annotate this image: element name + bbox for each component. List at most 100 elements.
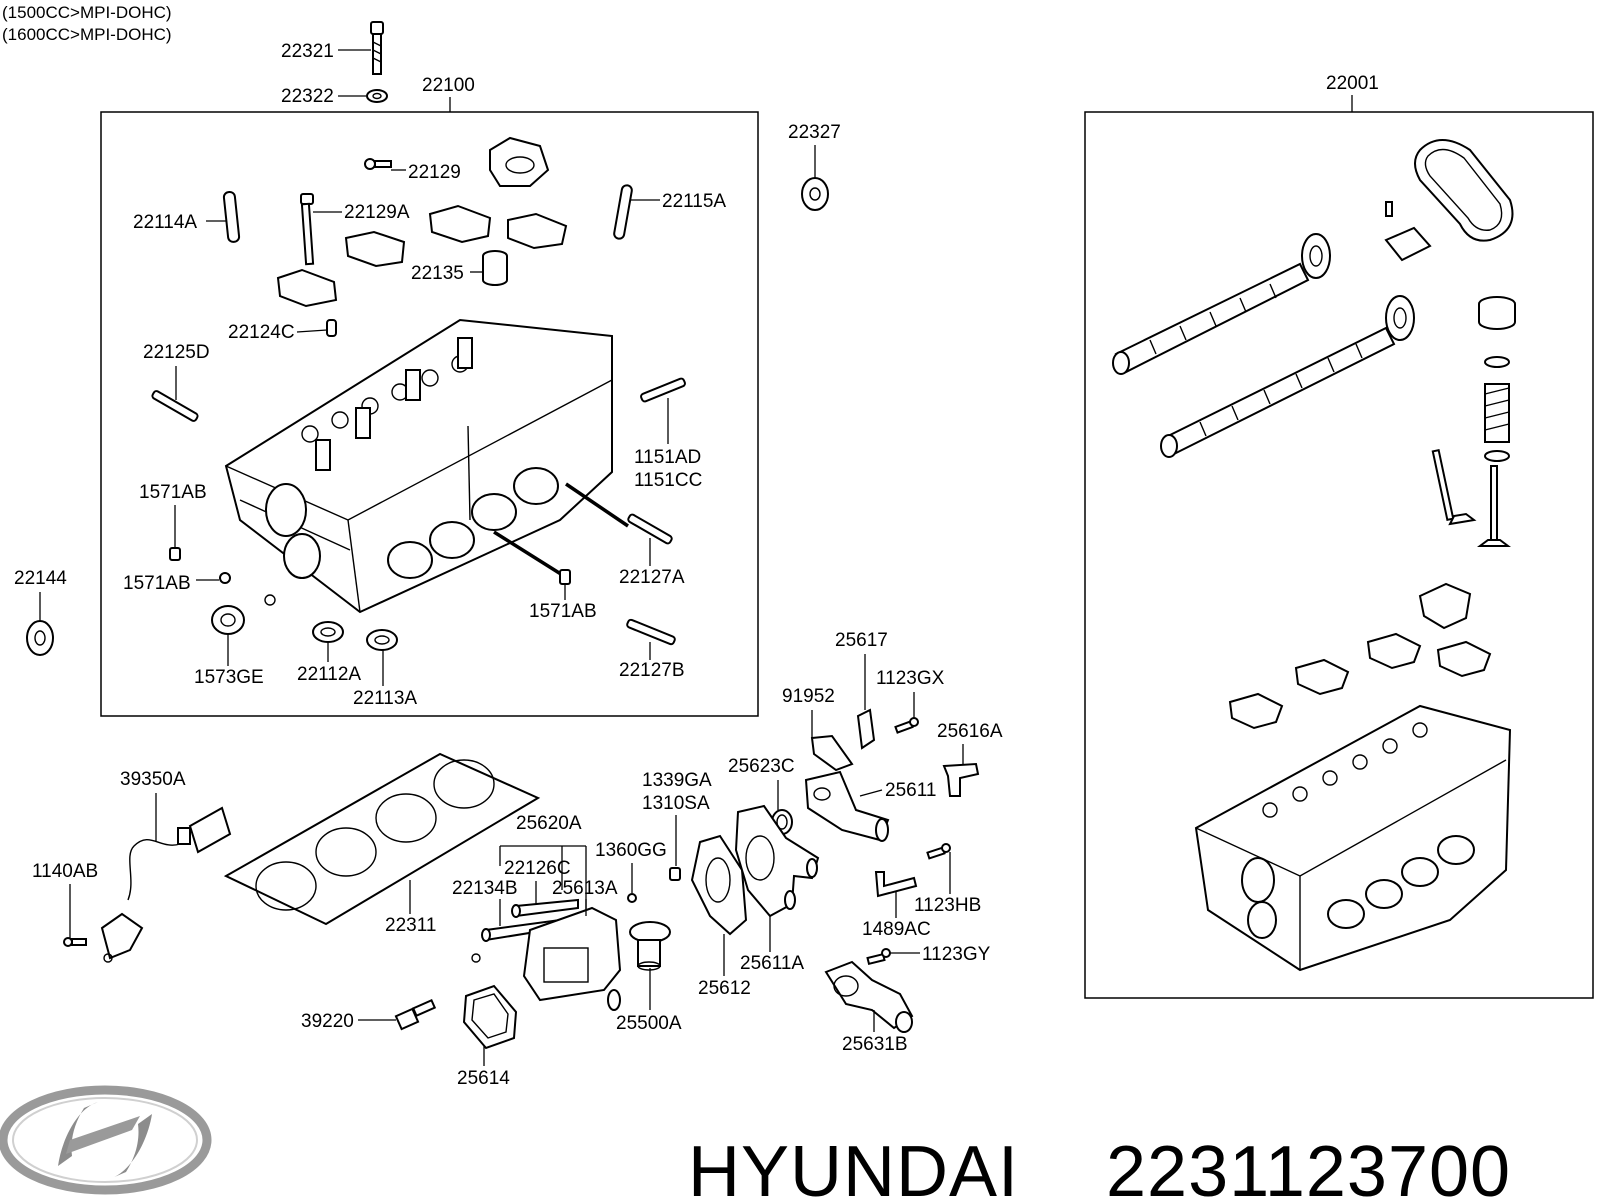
callout-1339GA: 1339GA (642, 770, 712, 791)
nut-1360GG-part (627, 893, 637, 903)
callout-1573GE: 1573GE (194, 667, 264, 688)
callout-1489AC: 1489AC (862, 919, 931, 940)
callout-22126C: 22126C (504, 858, 571, 879)
seal-1573GE-part (211, 605, 245, 635)
timing-chain-part (1414, 139, 1514, 242)
callout-1571AB-a: 1571AB (139, 482, 207, 503)
callout-22322: 22322 (281, 86, 334, 107)
bolt-1140AB-part (63, 937, 87, 947)
callout-1571AB-b: 1571AB (123, 573, 191, 594)
camshaft-caps-part (276, 136, 568, 308)
plug-1571AB-a-part (169, 547, 181, 561)
callout-22115A: 22115A (662, 191, 726, 212)
seal-22144-part (26, 620, 54, 656)
head-gasket-22311-part (223, 752, 541, 926)
callout-22127A: 22127A (619, 567, 685, 588)
callout-22112A: 22112A (297, 664, 361, 685)
bolt-1339GA-part (669, 867, 681, 881)
callout-25616A: 25616A (937, 721, 1003, 742)
callout-22113A: 22113A (353, 688, 417, 709)
callout-1151CC: 1151CC (634, 470, 702, 491)
stud-22125D-part (151, 390, 199, 422)
water-outlet-25620A-part (522, 906, 622, 1011)
callout-1140AB: 1140AB (32, 861, 98, 882)
callout-22129A: 22129A (344, 202, 410, 223)
camshafts-part (1112, 262, 1396, 458)
callout-25623C: 25623C (728, 756, 795, 777)
plug-1571AB-b-part (219, 572, 231, 584)
housing-25611A-part (734, 804, 820, 918)
assembled-cylinder-head-part (1194, 704, 1512, 972)
callout-39350A: 39350A (120, 769, 186, 790)
pin-22124C-part (326, 319, 337, 337)
washer-22322-part (366, 89, 388, 103)
callout-22321: 22321 (281, 41, 334, 62)
callout-25611: 25611 (885, 780, 936, 801)
callout-25613A: 25613A (552, 878, 618, 899)
studs-1151AD-part (640, 377, 686, 403)
callout-1571AB-c: 1571AB (529, 601, 597, 622)
sleeve-22135-part (482, 250, 508, 286)
thermostat-25500A-part (629, 921, 671, 971)
cylinder-head-group-box (100, 111, 759, 717)
assembly-camshaft-caps-part (1228, 582, 1492, 730)
callout-25500A: 25500A (616, 1013, 682, 1034)
callout-22127B: 22127B (619, 660, 685, 681)
callout-22144: 22144 (14, 568, 67, 589)
part-number: 2231123700 (1106, 1132, 1511, 1200)
callout-25611A: 25611A (740, 953, 804, 974)
callout-22311: 22311 (385, 915, 436, 936)
callout-22135: 22135 (411, 263, 464, 284)
brand-name: HYUNDAI (688, 1132, 1019, 1200)
bracket-25617-part (856, 708, 876, 750)
cylinder-head-22100-part (224, 318, 613, 614)
camshaft-sprockets-part (1301, 233, 1415, 341)
callout-25620A: 25620A (516, 813, 582, 834)
callout-25617: 25617 (835, 630, 888, 651)
callout-22125D: 22125D (143, 342, 210, 363)
callout-25631B: 25631B (842, 1034, 908, 1055)
bolt-1123HB-part (926, 843, 951, 860)
bolt-22129A-part (300, 193, 315, 266)
crank-sensor-39350A-part (100, 806, 232, 963)
gasket-25614-part (462, 984, 518, 1050)
bolt-22321-part (370, 21, 384, 75)
callout-39220: 39220 (301, 1011, 354, 1032)
screw-22129-part (364, 158, 392, 170)
head-assembly-group-box (1084, 111, 1594, 999)
callout-22114A: 22114A (133, 212, 197, 233)
pipe-25631B-part (824, 960, 914, 1033)
callout-22129: 22129 (408, 162, 461, 183)
callout-1123GX: 1123GX (876, 668, 945, 689)
callout-25612: 25612 (698, 978, 751, 999)
callout-1123GY: 1123GY (922, 944, 991, 965)
dowel-pin-22114A-part (222, 191, 241, 243)
nut-1571AB-c-part (559, 569, 571, 585)
group-label-22001: 22001 (1326, 73, 1379, 94)
stud-22127B-part (626, 618, 676, 646)
bracket-1489AC-part (874, 871, 918, 898)
callout-22124C: 22124C (228, 322, 295, 343)
pipe-25611-part (804, 770, 890, 842)
callout-1123HB: 1123HB (914, 895, 981, 916)
seal-22327-part (801, 177, 829, 211)
bypass-pipes-part (471, 898, 579, 963)
gasket-25612-part (690, 834, 748, 936)
long-studs-22127A-part (493, 482, 673, 578)
callout-25614: 25614 (457, 1068, 510, 1089)
sensor-39220-part (394, 998, 437, 1031)
group-label-22100: 22100 (422, 75, 475, 96)
valve-train-part (1431, 296, 1516, 547)
bracket-91952-part (810, 734, 854, 772)
callout-91952: 91952 (782, 686, 835, 707)
dowel-pin-22115A-part (613, 184, 633, 240)
bracket-25616A-part (942, 762, 980, 797)
variant-label-1500cc: (1500CC>MPI-DOHC) (2, 3, 172, 22)
bolt-1123GX-part (894, 717, 919, 734)
seal-22113A-part (366, 629, 398, 651)
callout-1151AD: 1151AD (634, 447, 701, 468)
bolt-1123GY-part (866, 948, 891, 966)
seal-22112A-part (312, 621, 344, 643)
chain-guide-part (1384, 201, 1432, 262)
